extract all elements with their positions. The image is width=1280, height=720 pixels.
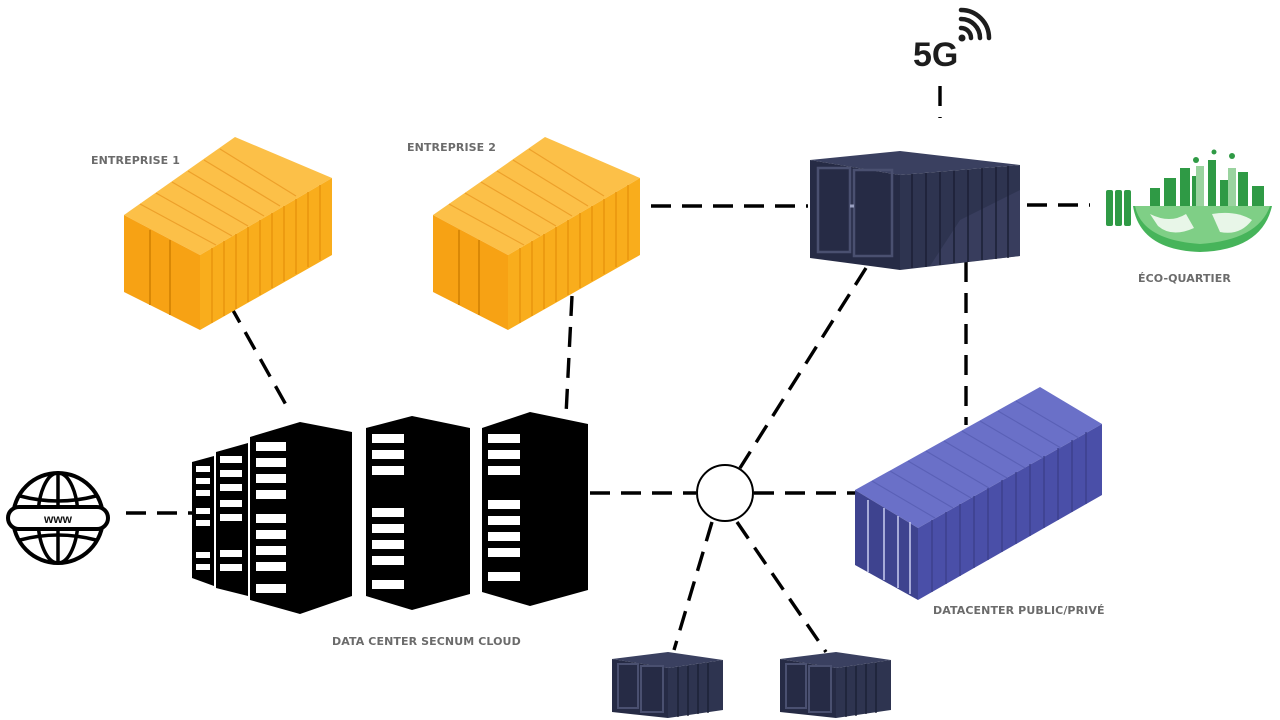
link-hub-edge-bottom-2 bbox=[735, 521, 828, 653]
public-private-datacenter-container bbox=[855, 387, 1102, 600]
link-hub-edge-bottom-1 bbox=[672, 521, 714, 651]
connection-lines bbox=[126, 86, 1090, 653]
link-edge-hub bbox=[738, 267, 868, 469]
edge-container-bottom-2 bbox=[780, 652, 891, 718]
5g-antenna-icon: 5G bbox=[913, 7, 992, 74]
public-private-datacenter-label: DATACENTER PUBLIC/PRIVÉ bbox=[933, 604, 1105, 617]
5g-label: 5G bbox=[913, 36, 958, 74]
internet-globe-icon: www bbox=[6, 471, 110, 565]
eco-quartier-icon bbox=[1106, 149, 1272, 252]
link-enterprise1-datacenter bbox=[228, 304, 292, 413]
enterprise-1-container bbox=[124, 137, 332, 330]
wifi-signal-icon bbox=[958, 7, 992, 41]
eco-quartier-label: ÉCO-QUARTIER bbox=[1138, 272, 1231, 285]
enterprise-2-label: ENTREPRISE 2 bbox=[407, 141, 496, 154]
secnum-datacenter-label: DATA CENTER SECNUM CLOUD bbox=[332, 635, 521, 648]
enterprise-1-label: ENTREPRISE 1 bbox=[91, 154, 180, 167]
network-hub-node bbox=[696, 464, 754, 522]
edge-container-top bbox=[810, 151, 1020, 270]
secnum-datacenter-servers bbox=[192, 412, 588, 614]
enterprise-2-container bbox=[433, 137, 640, 330]
edge-container-bottom-1 bbox=[612, 652, 723, 718]
internet-label: www bbox=[43, 512, 73, 526]
link-enterprise2-datacenter bbox=[564, 295, 574, 416]
